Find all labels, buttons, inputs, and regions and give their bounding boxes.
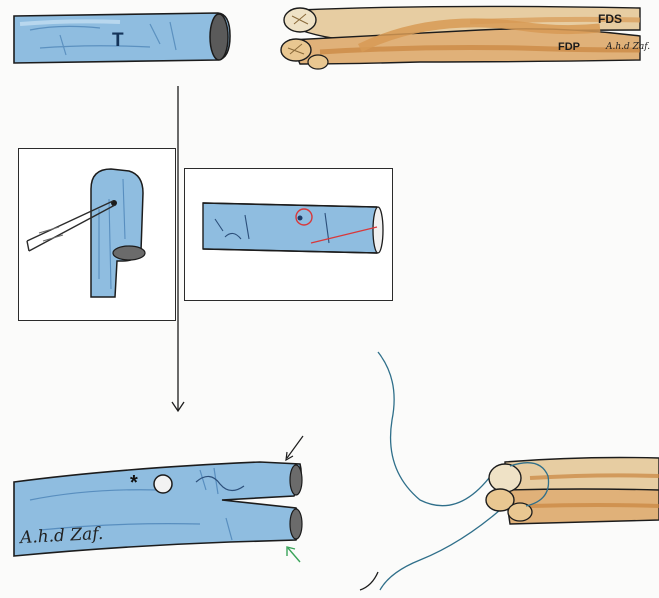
tendon-hole: [154, 475, 172, 493]
fdp-label: FDP: [558, 41, 580, 53]
green-arrow: [288, 548, 300, 562]
tendon-label: T: [112, 30, 124, 52]
artist-signature-top: A.h.d Zaf.: [606, 42, 650, 52]
sutured-tendon-bundle: [360, 352, 659, 590]
black-arrow: [287, 436, 303, 458]
fds-label: FDS: [598, 12, 622, 26]
forceps-inset-svg: [19, 149, 174, 319]
needle: [360, 572, 378, 590]
fds-fdp-tendons: [281, 6, 640, 69]
asterisk-marker: *: [130, 472, 138, 495]
suture-thread: [378, 352, 495, 506]
tendon-cut-end: [210, 14, 228, 60]
puncture-inset: [184, 168, 393, 301]
puncture-inset-svg: [185, 169, 391, 299]
forceps-inset: [18, 148, 176, 321]
fdp-cut-end: [281, 39, 311, 61]
